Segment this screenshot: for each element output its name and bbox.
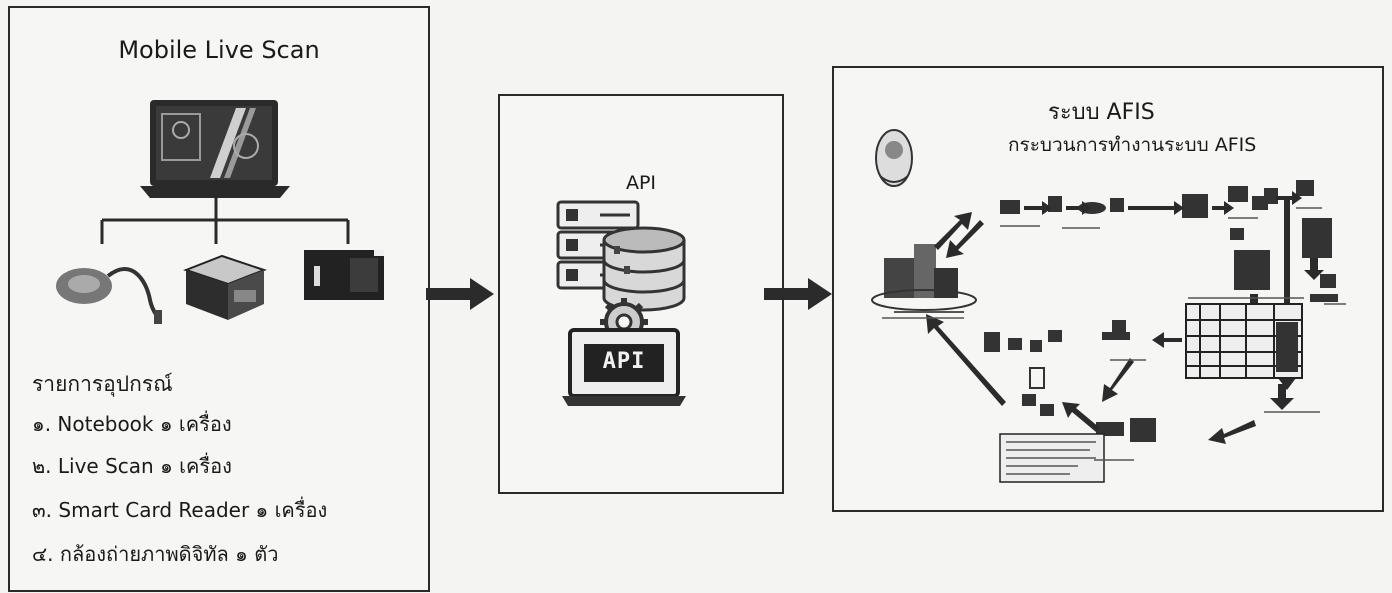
api-illustration <box>556 200 686 406</box>
equipment-item: ๓. Smart Card Reader ๑ เครื่อง <box>32 498 328 522</box>
api-screen-text: API <box>602 349 646 374</box>
mobile-live-scan-panel: Mobile Live Scan <box>8 6 430 592</box>
database-icon <box>602 226 686 312</box>
equipment-item: ๒. Live Scan ๑ เครื่อง <box>32 454 232 478</box>
notebook-icon <box>140 100 290 198</box>
middle-process-icons <box>984 320 1156 442</box>
afis-process-diagram <box>871 129 1346 483</box>
equipment-item: ๔. กล้องถ่ายภาพดิจิทัล ๑ ตัว <box>32 542 279 566</box>
info-note-box <box>999 433 1105 483</box>
data-table-icon <box>1185 303 1303 379</box>
police-emblem-icon <box>875 129 913 187</box>
monitor-icon <box>562 328 686 406</box>
loop-flow-arrows <box>926 314 1294 444</box>
connector-lines <box>100 198 350 244</box>
card-reader-icon <box>304 250 384 300</box>
arrow-right-icon <box>764 278 832 310</box>
afis-subtitle: กระบวนการทำงานระบบ AFIS <box>1008 134 1257 156</box>
bidirectional-arrows <box>934 212 984 258</box>
equipment-heading: รายการอุปกรณ์ <box>32 372 173 396</box>
police-station-icon <box>871 244 977 313</box>
mobile-panel-title: Mobile Live Scan <box>118 36 320 64</box>
equipment-item: ๑. Notebook ๑ เครื่อง <box>32 412 232 436</box>
camera-icon <box>183 254 267 320</box>
process-step-icons <box>1000 180 1338 302</box>
arrow-right-icon <box>426 278 494 310</box>
fingerprint-scanner-icon <box>56 267 162 324</box>
tiny-captions <box>882 207 1346 461</box>
api-panel: API <box>498 94 784 494</box>
afis-panel: ระบบ AFIS กระบวนการทำงานระบบ AFIS <box>832 66 1384 512</box>
afis-title: ระบบ AFIS <box>1048 100 1155 125</box>
api-label: API <box>625 172 657 194</box>
device-diagram <box>56 100 384 324</box>
